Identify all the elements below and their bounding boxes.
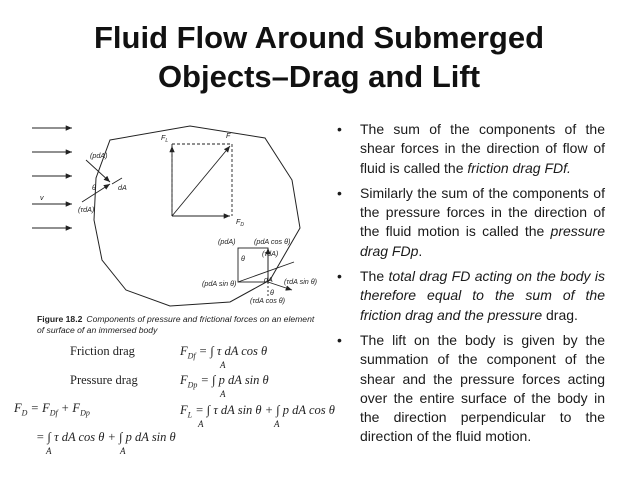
bullet-item: • The lift on the body is given by the s… [333, 331, 605, 447]
friction-drag-equation: FDf = ∫ τ dA cos θ A [180, 344, 268, 370]
shear-force-label-2: (τdA) [262, 249, 278, 258]
bullet-text: The sum of the components of the shear f… [360, 121, 605, 176]
pressure-force-label-2: (pdA) [218, 237, 236, 246]
shear-force-label: (τdA) [78, 205, 94, 214]
bullet-text: The [360, 268, 389, 285]
pressure-force-label: (pdA) [90, 151, 108, 160]
bullet-text-end: drag. [542, 306, 578, 323]
bullet-emphasis: friction drag FDf. [467, 159, 571, 176]
bullet-emphasis: total drag FD acting on the body is ther… [360, 268, 605, 323]
velocity-label: v [40, 193, 44, 202]
figure-caption-text: Components of pressure and frictional fo… [37, 314, 315, 335]
bullet-item: • The sum of the components of the shear… [333, 120, 605, 178]
pressure-drag-label: Pressure drag [70, 373, 138, 387]
area-label: dA [118, 183, 127, 192]
immersed-body-outline [93, 125, 301, 307]
lift-label: FL [161, 133, 168, 144]
bullet-dot: • [337, 331, 342, 348]
bullet-dot: • [337, 184, 342, 201]
total-drag-equation: FD = FDf + FDp [14, 401, 90, 418]
pressure-cos-label: (pdA cos θ) [254, 237, 290, 246]
resultant-label: F [226, 131, 231, 140]
resultant-arrow [171, 145, 231, 217]
drag-lift-diagram: FL F FD (pdA) (τdA) θ dA v (pdA) (pdA co… [32, 125, 317, 307]
lift-equation: FL = ∫ τ dA sin θ + ∫ p dA cos θ A A [180, 403, 335, 429]
shear-component-arrow [267, 281, 293, 291]
pressure-drag-equation: FDp = ∫ p dA sin θ A [180, 373, 269, 399]
bullet-list: • The sum of the components of the shear… [333, 120, 605, 453]
pressure-vector [85, 159, 111, 183]
title-line-2: Objects–Drag and Lift [157, 59, 481, 94]
theta-label-2: θ [241, 254, 245, 263]
total-drag-expansion: = ∫ τ dA cos θ + ∫ p dA sin θ A A [36, 430, 176, 456]
bullet-dot: • [337, 121, 342, 137]
drag-label: FD [236, 217, 244, 228]
friction-drag-label: Friction drag [70, 344, 135, 358]
slide-title: Fluid Flow Around Submerged Objects–Drag… [0, 18, 638, 96]
element-line [111, 177, 123, 185]
flow-arrows [32, 125, 72, 231]
shear-cos-label: (τdA cos θ) [250, 296, 285, 305]
bullet-dot: • [337, 268, 342, 285]
pressure-sin-label: (pdA sin θ) [202, 279, 236, 288]
bullet-item: • Similarly the sum of the components of… [333, 184, 605, 261]
bullet-text: The lift on the body is given by the sum… [360, 331, 605, 445]
area-label-2: dA [264, 275, 273, 284]
title-line-1: Fluid Flow Around Submerged [93, 20, 545, 55]
figure-number: Figure 18.2 [37, 314, 83, 324]
theta-label-3: θ [270, 288, 274, 297]
theta-label: θ [92, 183, 96, 192]
surface-element-line [237, 261, 295, 283]
bullet-text: Similarly the sum of the components of t… [360, 184, 605, 240]
bullet-item: • The total drag FD acting on the body i… [333, 267, 605, 325]
shear-vector [81, 183, 111, 203]
bullet-emphasis: pressure drag FDp [360, 223, 605, 259]
shear-sin-label: (τdA sin θ) [284, 277, 317, 286]
bullet-text-end: . [418, 242, 423, 259]
